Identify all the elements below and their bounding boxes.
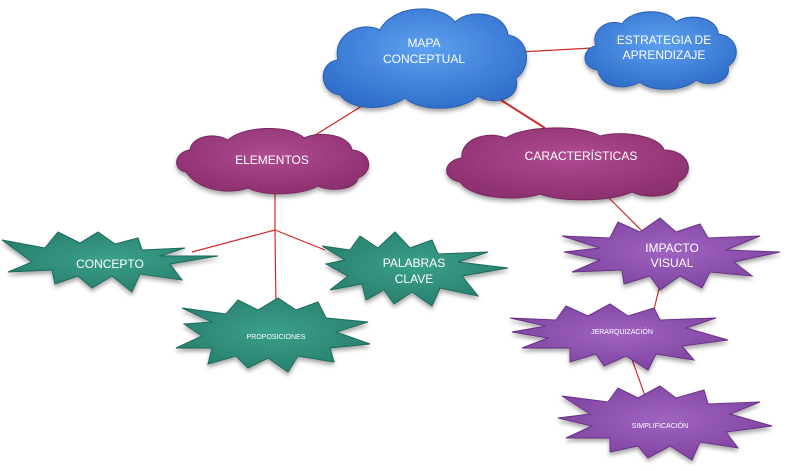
mapa-label-line2: CONCEPTUAL [383, 52, 465, 66]
estrategia-label-line1: ESTRATEGIA DE [617, 33, 711, 47]
node-estrategia-aprendizaje: ESTRATEGIA DE APRENDIZAJE [584, 11, 737, 90]
node-proposiciones: PROPOSICIONES [175, 297, 371, 373]
impacto-label-line1: IMPACTO [645, 241, 699, 255]
node-impacto-visual: IMPACTO VISUAL [561, 217, 781, 291]
node-mapa-conceptual: MAPA CONCEPTUAL [322, 8, 527, 109]
mapa-label-line1: MAPA [407, 36, 440, 50]
teal-star-shape [175, 297, 371, 373]
node-jerarquizacion: JERARQUIZACIÓN [509, 303, 729, 371]
teal-star-shape [1, 231, 219, 293]
node-elementos: ELEMENTOS [176, 128, 369, 195]
elementos-label: ELEMENTOS [235, 153, 309, 167]
node-simplificacion: SIMPLIFICACIÓN [557, 385, 773, 461]
concepto-label: CONCEPTO [76, 257, 144, 271]
connector-caracteristicas-impacto [605, 194, 645, 234]
connector-junction-palabras [274, 229, 326, 251]
palabras-label-line1: PALABRAS [383, 256, 445, 270]
proposiciones-label: PROPOSICIONES [247, 334, 306, 341]
impacto-label-line2: VISUAL [651, 256, 694, 270]
teal-star-shape [321, 231, 509, 307]
estrategia-label-line2: APRENDIZAJE [623, 48, 706, 62]
palabras-label-line2: CLAVE [395, 272, 433, 286]
connector-junction-concepto [191, 229, 276, 253]
node-caracteristicas: CARACTERÍSTICAS [446, 127, 689, 201]
blue-cloud-shape [584, 11, 737, 90]
blue-cloud-shape [322, 8, 527, 109]
simplificacion-label: SIMPLIFICACIÓN [632, 421, 688, 430]
jerarquizacion-label: JERARQUIZACIÓN [591, 327, 653, 336]
node-concepto: CONCEPTO [1, 231, 219, 293]
purple-star-shape [557, 385, 773, 461]
purple-star-shape [509, 303, 729, 371]
caracteristicas-label: CARACTERÍSTICAS [525, 148, 638, 163]
magenta-cloud-shape [446, 127, 689, 201]
connector-junction-proposiciones [274, 229, 277, 309]
connector-mapa-estrategia [519, 47, 593, 53]
purple-star-shape [561, 217, 781, 291]
node-palabras-clave: PALABRAS CLAVE [321, 231, 509, 307]
magenta-cloud-shape [176, 128, 369, 195]
